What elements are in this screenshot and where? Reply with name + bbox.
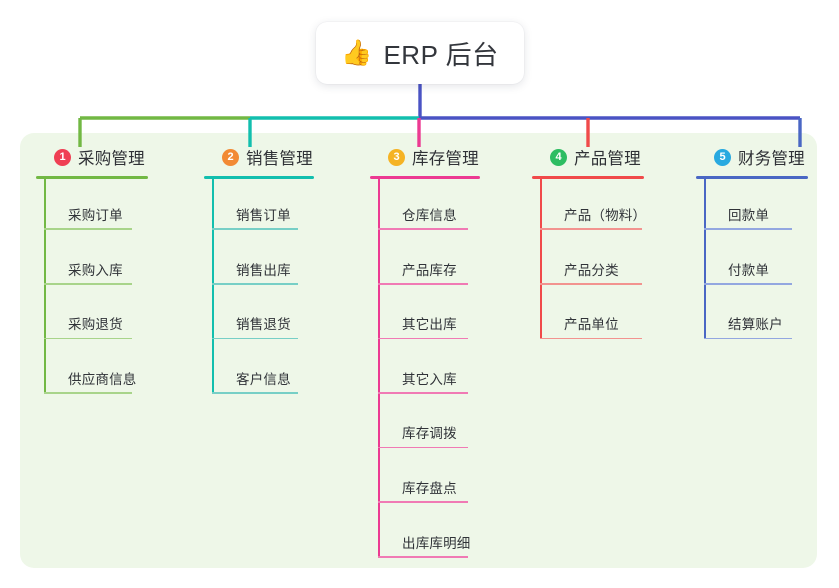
branch-leaf-label: 仓库信息 — [402, 208, 457, 223]
branch-leaf[interactable]: 采购退货 — [44, 309, 132, 340]
branch-leaf-rule — [540, 228, 642, 230]
branch-leaf[interactable]: 结算账户 — [704, 309, 792, 340]
branch-leaf-label: 付款单 — [728, 262, 770, 278]
branch-leaf-label: 结算账户 — [728, 317, 783, 333]
root-title: ERP 后台 — [383, 39, 499, 70]
branch-leaf-rule — [378, 501, 468, 503]
branch-column-5: 5 财务管理回款单付款单结算账户 — [696, 144, 808, 340]
branch-header-3[interactable]: 3 库存管理 — [370, 144, 479, 170]
branch-leaf-label: 客户信息 — [236, 371, 291, 387]
branch-leaf-label: 出库库明细 — [402, 535, 471, 551]
branch-column-4: 4 产品管理产品（物料） 产品分类产品单位 — [532, 144, 646, 340]
branch-leaf[interactable]: 产品单位 — [540, 309, 642, 340]
branch-leaf[interactable]: 销售订单 — [212, 200, 298, 230]
branch-leaf-label: 回款单 — [728, 208, 770, 223]
branch-column-3: 3 库存管理仓库信息产品库存其它出库其它入库库存调拨库存盘点出库库明细 — [370, 144, 480, 558]
branch-leaf-rule — [378, 556, 468, 558]
branch-column-1: 1 采购管理采购订单采购入库采购退货供应商信息 — [36, 144, 148, 394]
branch-badge-2: 2 — [222, 148, 239, 166]
branch-leaf-label: 采购退货 — [68, 317, 123, 333]
branch-leaf[interactable]: 库存盘点 — [378, 473, 468, 503]
branch-leaf-rule — [44, 283, 132, 285]
branch-leaf-rule — [378, 337, 468, 340]
branch-leaf[interactable]: 仓库信息 — [378, 200, 468, 230]
branch-leaf-label: 其它入库 — [402, 371, 457, 387]
branch-leaf-rule — [212, 392, 298, 394]
branch-leaf-label: 采购入库 — [68, 262, 123, 278]
branch-badge-3: 3 — [388, 148, 405, 166]
branch-leaf[interactable]: 供应商信息 — [44, 364, 136, 394]
branch-leaf[interactable]: 产品库存 — [378, 255, 468, 285]
branch-title-1: 采购管理 — [78, 150, 145, 168]
branch-leaf-rule — [212, 283, 298, 285]
branch-spine-3 — [378, 176, 380, 558]
branch-header-2[interactable]: 2 销售管理 — [204, 144, 313, 170]
branch-leaf-rule — [378, 228, 468, 230]
branch-leaf[interactable]: 销售出库 — [212, 255, 298, 285]
branch-leaf[interactable]: 客户信息 — [212, 364, 298, 394]
thumbs-up-icon: 👍 — [341, 38, 373, 67]
branch-rule-2 — [204, 176, 314, 179]
branch-leaf[interactable]: 采购订单 — [44, 200, 132, 230]
branch-leaf-rule — [378, 283, 468, 285]
branch-leaf-rule — [44, 228, 132, 230]
branch-leaf-label: 采购订单 — [68, 208, 123, 223]
root-node[interactable]: 👍 ERP 后台 — [316, 22, 524, 84]
branch-title-3: 库存管理 — [412, 150, 479, 168]
branch-leaf-rule — [704, 228, 792, 230]
branch-leaf[interactable]: 出库库明细 — [378, 528, 471, 558]
branch-leaf[interactable]: 产品分类 — [540, 255, 642, 285]
branch-leaf[interactable]: 其它出库 — [378, 309, 468, 340]
branch-column-2: 2 销售管理销售订单销售出库销售退货客户信息 — [204, 144, 314, 394]
branch-spine-4 — [540, 176, 542, 340]
branch-leaf[interactable]: 产品（物料） — [540, 200, 646, 230]
branch-leaf-label: 销售退货 — [236, 317, 291, 333]
branch-leaf[interactable]: 付款单 — [704, 255, 792, 285]
branch-leaf-label: 产品库存 — [402, 262, 457, 278]
branch-header-4[interactable]: 4 产品管理 — [532, 144, 641, 170]
branch-leaf-label: 库存盘点 — [402, 481, 457, 496]
branch-leaf-label: 产品单位 — [564, 317, 619, 333]
branch-leaf-rule — [44, 337, 132, 340]
branch-leaf-label: 其它出库 — [402, 317, 457, 333]
branch-leaf-rule — [378, 392, 468, 394]
branch-leaf-label: 供应商信息 — [68, 371, 137, 387]
branch-leaf-rule — [44, 392, 132, 394]
branch-leaf-label: 销售出库 — [236, 262, 291, 278]
branch-badge-1: 1 — [54, 148, 71, 166]
branch-badge-4: 4 — [550, 148, 567, 166]
branch-leaf-rule — [704, 337, 792, 340]
branch-leaf-rule — [540, 337, 642, 340]
branch-leaf-rule — [378, 446, 468, 449]
branch-title-2: 销售管理 — [246, 150, 313, 168]
branch-leaf-rule — [704, 283, 792, 285]
branch-spine-5 — [704, 176, 706, 340]
branch-leaf-rule — [540, 283, 642, 285]
branch-spine-2 — [212, 176, 214, 394]
branch-badge-5: 5 — [714, 148, 731, 166]
branches-panel — [20, 133, 817, 568]
branch-rule-5 — [696, 176, 808, 179]
branch-leaf[interactable]: 采购入库 — [44, 255, 132, 285]
branch-leaf-label: 产品（物料） — [564, 208, 647, 223]
branch-leaf[interactable]: 库存调拨 — [378, 418, 468, 449]
branch-rule-1 — [36, 176, 148, 179]
branch-leaf[interactable]: 销售退货 — [212, 309, 298, 340]
branch-title-4: 产品管理 — [574, 150, 641, 168]
branch-leaf-label: 库存调拨 — [402, 426, 457, 442]
branch-leaf[interactable]: 其它入库 — [378, 364, 468, 394]
branch-leaf-rule — [212, 337, 298, 340]
branch-leaf-label: 产品分类 — [564, 262, 619, 278]
branch-header-5[interactable]: 5 财务管理 — [696, 144, 805, 170]
branch-header-1[interactable]: 1 采购管理 — [36, 144, 145, 170]
branch-rule-3 — [370, 176, 480, 179]
branch-rule-4 — [532, 176, 644, 179]
branch-leaf[interactable]: 回款单 — [704, 200, 792, 230]
branch-title-5: 财务管理 — [738, 150, 805, 168]
branch-leaf-rule — [212, 228, 298, 230]
branch-leaf-label: 销售订单 — [236, 208, 291, 223]
branch-spine-1 — [44, 176, 46, 394]
